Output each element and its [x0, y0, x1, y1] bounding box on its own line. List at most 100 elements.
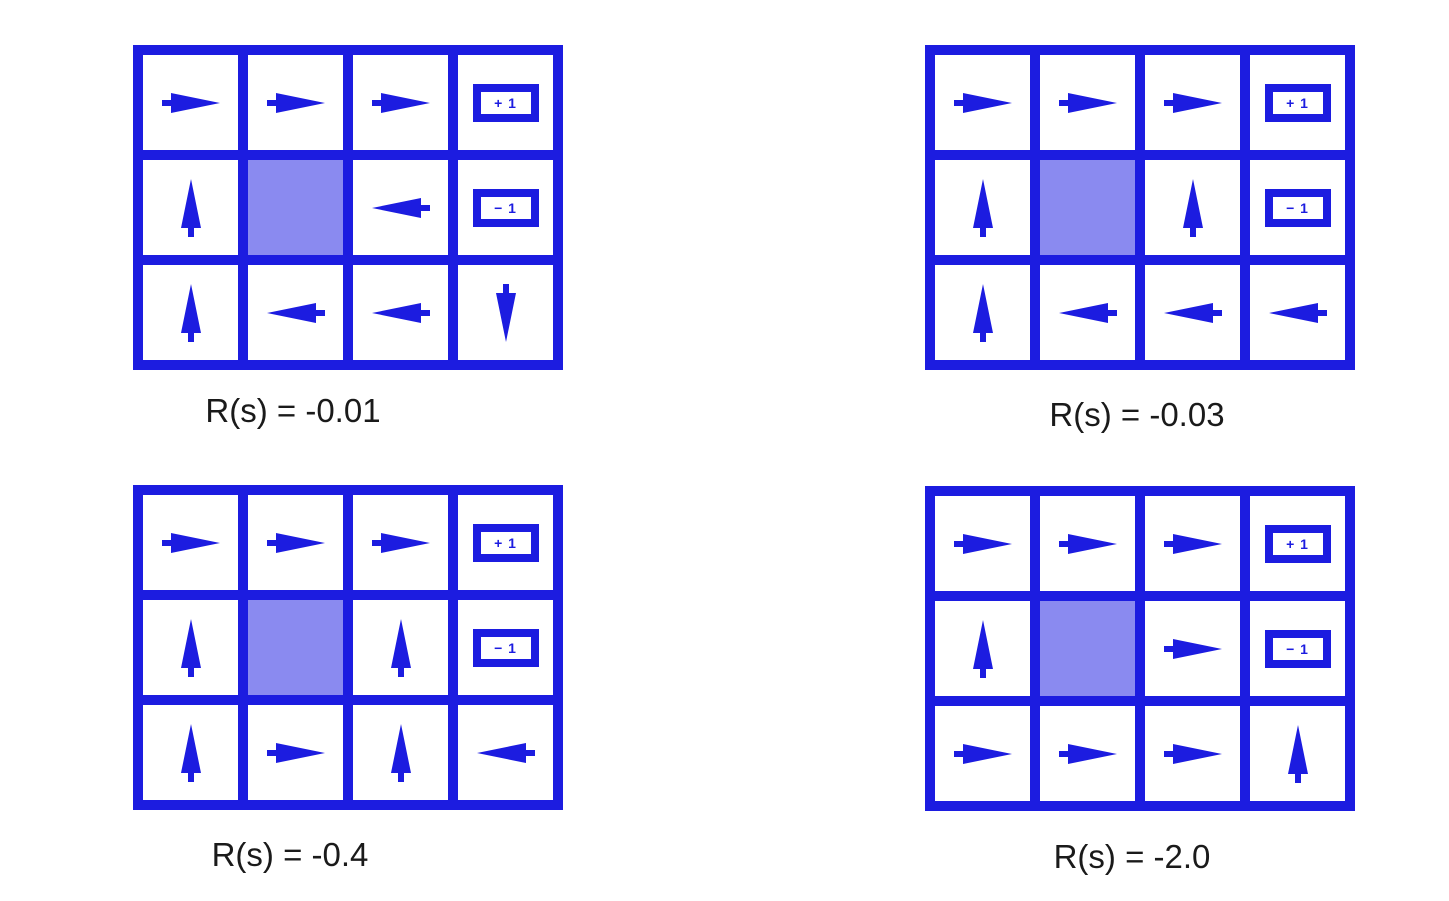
minus-one-terminal-box: − 1 [472, 188, 539, 227]
arrow-up-icon [390, 618, 411, 677]
policy-grid-4: + 1 − 1 [925, 486, 1355, 811]
policy-grid-3: + 1 − 1 [133, 485, 563, 810]
grid4-cell-r2-c1 [935, 601, 1030, 696]
minus-one-terminal-box: − 1 [1264, 629, 1331, 668]
arrow-right-icon [1163, 638, 1222, 659]
grid2-cell-r2-c3 [1145, 160, 1240, 255]
grid4-cell-r2-c2-blocked [1040, 601, 1135, 696]
arrow-left-icon [266, 302, 325, 323]
grid4-cell-r3-c2 [1040, 706, 1135, 801]
arrow-up-icon [972, 619, 993, 678]
arrow-left-icon [371, 302, 430, 323]
grid3-cell-r2-c2-blocked [248, 600, 343, 695]
grid3-cell-r3-c4 [458, 705, 553, 800]
grid1-cell-r3-c1 [143, 265, 238, 360]
grid3-cell-r2-c1 [143, 600, 238, 695]
grid1-cell-r1-c2 [248, 55, 343, 150]
grid2-cell-r3-c2 [1040, 265, 1135, 360]
grid-3-reward-caption: R(s) = -0.4 [211, 836, 369, 873]
arrow-right-icon [266, 532, 325, 553]
arrow-left-icon [1163, 302, 1222, 323]
grid1-cell-r1-c1 [143, 55, 238, 150]
grid3-cell-r3-c1 [143, 705, 238, 800]
arrow-right-icon [1058, 743, 1117, 764]
arrow-right-icon [161, 92, 220, 113]
grid2-cell-r3-c3 [1145, 265, 1240, 360]
grid2-cell-r1-c2 [1040, 55, 1135, 150]
grid2-cell-r2-c4: − 1 [1250, 160, 1345, 255]
grid1-cell-r1-c3 [353, 55, 448, 150]
grid3-cell-r1-c4: + 1 [458, 495, 553, 590]
arrow-right-icon [266, 742, 325, 763]
grid4-cell-r1-c4: + 1 [1250, 496, 1345, 591]
arrow-right-icon [1163, 92, 1222, 113]
grid4-cell-r2-c4: − 1 [1250, 601, 1345, 696]
arrow-right-icon [1163, 743, 1222, 764]
arrow-up-icon [180, 618, 201, 677]
grid4-cell-r3-c1 [935, 706, 1030, 801]
minus-one-terminal-box: − 1 [1264, 188, 1331, 227]
arrow-up-icon [180, 283, 201, 342]
plus-one-terminal-box: + 1 [1264, 524, 1331, 563]
grid1-cell-r3-c2 [248, 265, 343, 360]
grid4-cell-r3-c3 [1145, 706, 1240, 801]
arrow-up-icon [180, 178, 201, 237]
arrow-left-icon [1058, 302, 1117, 323]
grid1-cell-r3-c3 [353, 265, 448, 360]
grid3-cell-r1-c2 [248, 495, 343, 590]
arrow-right-icon [953, 743, 1012, 764]
arrow-up-icon [390, 723, 411, 782]
arrow-right-icon [371, 92, 430, 113]
grid3-cell-r3-c3 [353, 705, 448, 800]
grid2-cell-r2-c1 [935, 160, 1030, 255]
plus-one-terminal-box: + 1 [1264, 83, 1331, 122]
arrow-right-icon [161, 532, 220, 553]
arrow-left-icon [1268, 302, 1327, 323]
arrow-up-icon [972, 283, 993, 342]
arrow-up-icon [180, 723, 201, 782]
grid2-cell-r1-c3 [1145, 55, 1240, 150]
grid3-cell-r3-c2 [248, 705, 343, 800]
minus-one-terminal-box: − 1 [472, 628, 539, 667]
grid2-cell-r3-c4 [1250, 265, 1345, 360]
grid2-cell-r1-c4: + 1 [1250, 55, 1345, 150]
grid-4-reward-caption: R(s) = -2.0 [1053, 838, 1211, 875]
grid2-cell-r3-c1 [935, 265, 1030, 360]
arrow-up-icon [1182, 178, 1203, 237]
arrow-right-icon [371, 532, 430, 553]
arrow-right-icon [953, 92, 1012, 113]
grid3-cell-r1-c3 [353, 495, 448, 590]
grid4-cell-r1-c3 [1145, 496, 1240, 591]
grid-1-reward-caption: R(s) = -0.01 [205, 392, 381, 429]
grid1-cell-r2-c1 [143, 160, 238, 255]
grid1-cell-r2-c2-blocked [248, 160, 343, 255]
grid1-cell-r2-c3 [353, 160, 448, 255]
grid3-cell-r2-c3 [353, 600, 448, 695]
policy-grid-1: + 1 − 1 [133, 45, 563, 370]
grid2-cell-r1-c1 [935, 55, 1030, 150]
arrow-up-icon [1287, 724, 1308, 783]
grid1-cell-r3-c4 [458, 265, 553, 360]
policy-grid-2: + 1 − 1 [925, 45, 1355, 370]
grid4-cell-r2-c3 [1145, 601, 1240, 696]
plus-one-terminal-box: + 1 [472, 83, 539, 122]
arrow-down-icon [495, 283, 516, 342]
grid1-cell-r1-c4: + 1 [458, 55, 553, 150]
grid3-cell-r1-c1 [143, 495, 238, 590]
grid2-cell-r2-c2-blocked [1040, 160, 1135, 255]
grid3-cell-r2-c4: − 1 [458, 600, 553, 695]
grid1-cell-r2-c4: − 1 [458, 160, 553, 255]
arrow-right-icon [1058, 533, 1117, 554]
grid4-cell-r1-c1 [935, 496, 1030, 591]
plus-one-terminal-box: + 1 [472, 523, 539, 562]
arrow-right-icon [1058, 92, 1117, 113]
grid4-cell-r3-c4 [1250, 706, 1345, 801]
arrow-up-icon [972, 178, 993, 237]
arrow-right-icon [266, 92, 325, 113]
arrow-right-icon [953, 533, 1012, 554]
grid-2-reward-caption: R(s) = -0.03 [1049, 396, 1225, 433]
grid4-cell-r1-c2 [1040, 496, 1135, 591]
arrow-left-icon [476, 742, 535, 763]
arrow-left-icon [371, 197, 430, 218]
arrow-right-icon [1163, 533, 1222, 554]
